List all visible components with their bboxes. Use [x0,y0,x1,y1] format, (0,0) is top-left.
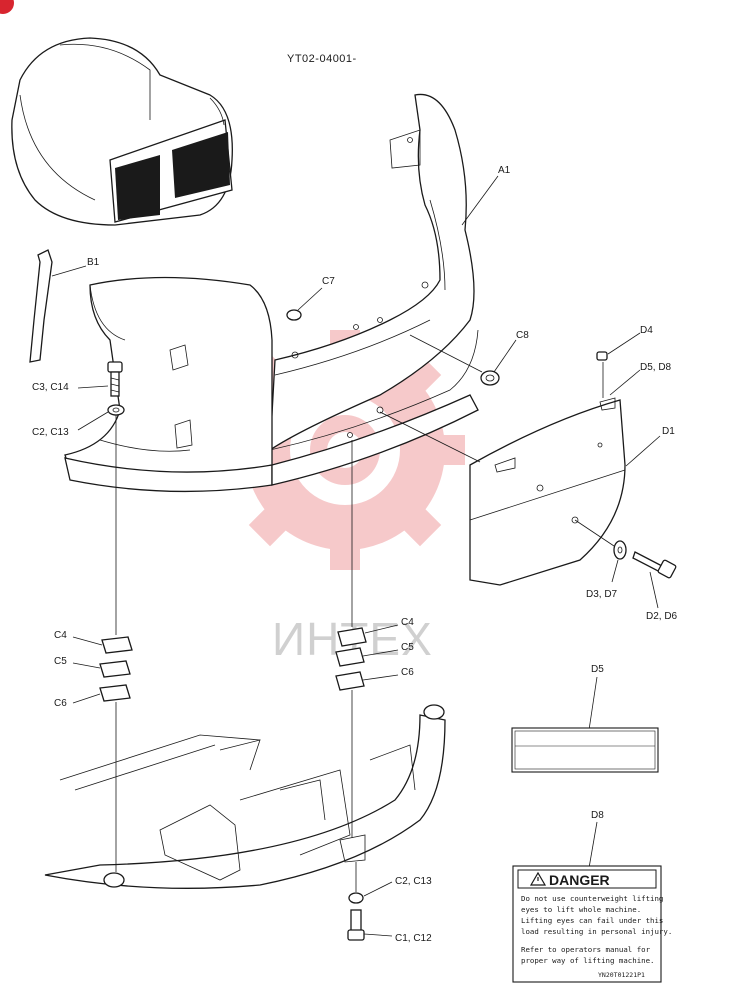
leader-lines [51,175,661,937]
label-c2-c13-top: C2, C13 [32,427,69,438]
label-c4-right: C4 [401,617,414,628]
part-center-cover [271,394,479,486]
label-c5-left: C5 [54,656,67,667]
part-shims-left [99,636,133,702]
machine-thumbnail [11,37,233,226]
danger-line-3: Lifting eyes can fail under this [521,916,663,925]
label-c6-right: C6 [401,667,414,678]
label-c3-c14: C3, C14 [32,382,69,393]
part-d8-danger-label: DANGER Do not use counterweight lifting … [512,865,672,983]
label-c5-right: C5 [401,642,414,653]
danger-title: DANGER [549,872,610,888]
label-d4: D4 [640,325,653,336]
label-c8: C8 [516,330,529,341]
danger-line-6: proper way of lifting machine. [521,956,655,965]
diagram-code: YT02-04001- [287,53,357,65]
label-d8: D8 [591,810,604,821]
part-left-cover [64,276,273,493]
assembly-lines [115,334,615,892]
part-shims-right [335,627,367,691]
label-c1-c12: C1, C12 [395,933,432,944]
label-c7: C7 [322,276,335,287]
danger-line-4: load resulting in personal injury. [521,927,672,936]
part-d3-d7-washer [613,540,627,560]
label-c2-c13-bottom: C2, C13 [395,876,432,887]
label-d3-d7: D3, D7 [586,589,618,600]
part-d4-cap [596,351,608,361]
label-c4-left: C4 [54,630,67,641]
label-d1: D1 [662,426,675,437]
danger-line-1: Do not use counterweight lifting [521,894,663,903]
danger-line-5: Refer to operators manual for [521,945,651,954]
part-d5-plate [511,727,659,773]
part-c3-c14-bolt [107,361,123,397]
part-lower-frame [44,704,446,889]
danger-line-2: eyes to lift whole machine. [521,905,641,914]
label-d2-d6: D2, D6 [646,611,678,622]
part-d1-counterweight-block [469,397,626,586]
part-c1-c12-bolt [347,909,365,941]
label-d5-d8: D5, D8 [640,362,672,373]
label-c6-left: C6 [54,698,67,709]
warning-triangle-icon [529,871,547,886]
part-c2-c13-washer-top [107,404,125,416]
label-d5: D5 [591,664,604,675]
label-a1: A1 [498,165,511,176]
corner-badge [0,0,14,14]
label-b1: B1 [87,257,100,268]
part-c7-plug [286,309,302,321]
part-d2-d6-bolt [632,551,677,579]
part-c8-bolt [480,370,500,386]
part-b1-bracket [29,249,53,363]
part-c2-c13-washer-bottom [348,892,364,904]
part-a1-counterweight-frame [269,93,479,452]
danger-part-number: YN20T01221P1 [598,971,645,979]
